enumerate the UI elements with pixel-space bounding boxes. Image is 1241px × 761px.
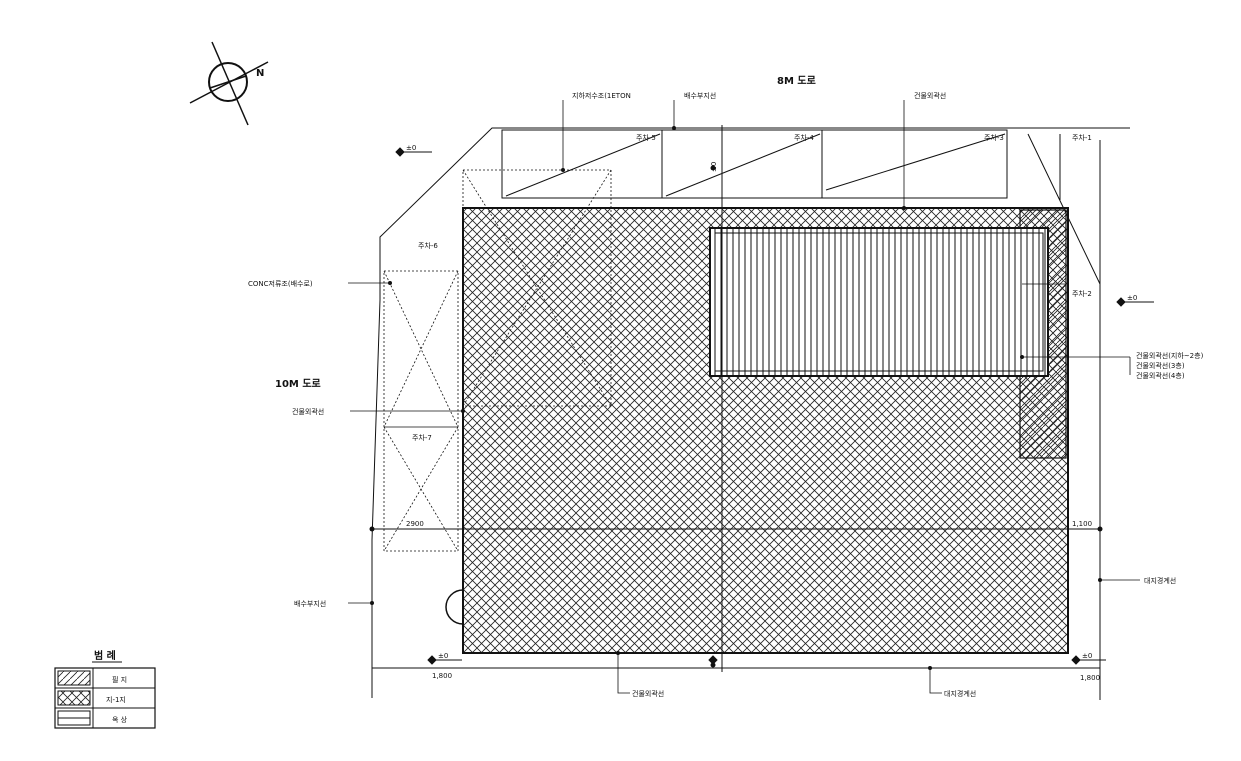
parking-label-4: 주차-4 — [794, 133, 814, 142]
callout-right-3: 건물외곽선(4층) — [1136, 371, 1185, 380]
callout-right-1: 건물외곽선(지하~2층) — [1136, 351, 1204, 360]
callout-right-2: 건물외곽선(3층) — [1136, 361, 1185, 370]
legend-title: 범 례 — [94, 649, 116, 662]
level-3: ±0 — [438, 652, 448, 660]
parking-label-7: 주차-7 — [412, 433, 432, 442]
level-5: ±0 — [710, 162, 718, 172]
callout-right-bottom: 대지경계선 — [1144, 576, 1176, 585]
callout-top-c: 건물외곽선 — [914, 91, 946, 100]
callout-leaders — [348, 100, 1140, 694]
legend-swatch-diag — [57, 670, 91, 686]
parking-label-5: 주차-5 — [636, 133, 656, 142]
level-4: ±0 — [1082, 652, 1092, 660]
level-2: ±0 — [1127, 294, 1137, 302]
callout-left-conc: CONC저류조(배수로) — [248, 279, 313, 288]
level-markers — [395, 147, 1154, 665]
parking-label-6: 주차-6 — [418, 241, 438, 250]
road-label-left: 10M 도로 — [275, 378, 321, 390]
legend: 범 례 필 지 지-1지 옥 상 — [54, 649, 156, 729]
parking-label-1: 주차-1 — [1072, 133, 1092, 142]
callout-bottom-b: 대지경계선 — [944, 689, 976, 698]
road-label-top: 8M 도로 — [777, 75, 816, 87]
parking-label-2: 주차-2 — [1072, 289, 1092, 298]
dim-bottom-right: 1,800 — [1080, 674, 1100, 682]
parking-stalls-top — [501, 129, 1101, 440]
level-1: ±0 — [406, 144, 416, 152]
callout-top-b: 배수부지선 — [684, 91, 716, 100]
dim-bottom-left: 1,800 — [432, 672, 452, 680]
axis-lines — [372, 125, 1100, 672]
dim-1100: 1,100 — [1072, 520, 1092, 528]
legend-item-2: 지-1지 — [106, 695, 126, 704]
parking-label-3: 주차-3 — [984, 133, 1004, 142]
compass-north-label: N — [256, 68, 264, 79]
legend-item-3: 옥 상 — [112, 715, 128, 724]
dim-2900: 2900 — [406, 520, 424, 528]
entrance-arc — [445, 589, 464, 625]
callout-top-a: 지하저수조(1ETON — [572, 91, 631, 100]
callout-left-bottom: 배수부지선 — [294, 599, 326, 608]
callout-left-mid: 건물외곽선 — [292, 407, 324, 416]
legend-item-1: 필 지 — [112, 675, 127, 684]
roof-area — [709, 227, 1049, 377]
north-compass-icon: N — [189, 41, 269, 126]
legend-swatch-cross — [57, 690, 91, 706]
callout-bottom-a: 건물외곽선 — [632, 689, 664, 698]
